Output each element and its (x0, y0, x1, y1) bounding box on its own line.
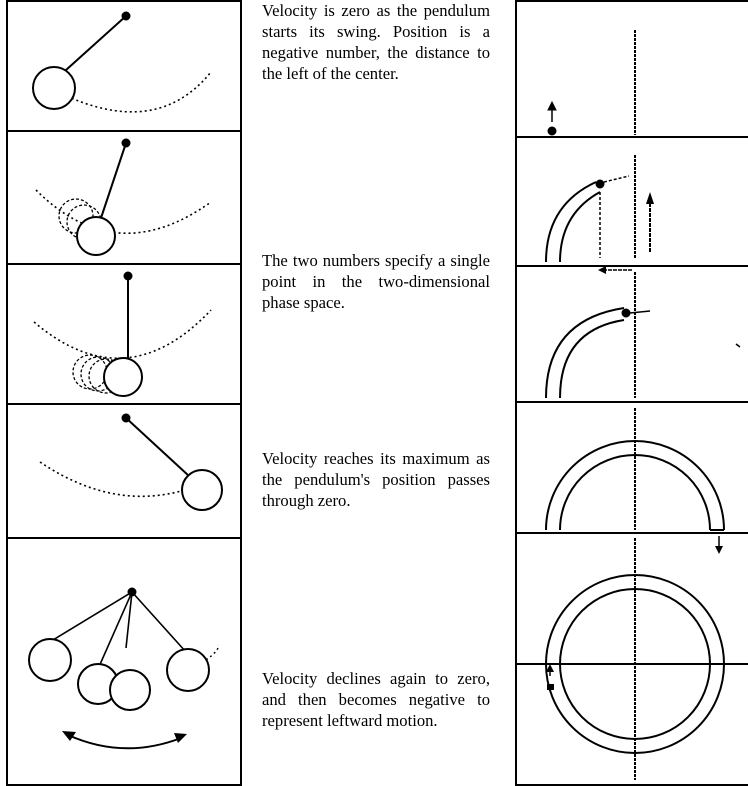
swing-arc (58, 72, 211, 112)
arrowhead-left (62, 731, 76, 741)
velocity-arrow (630, 311, 650, 313)
pendulum-bob (182, 470, 222, 510)
pendulum-rod (48, 592, 132, 643)
stray-mark (736, 344, 740, 347)
pendulum-bob (110, 670, 150, 710)
pendulum-bob (167, 649, 209, 691)
phase-trajectory-outer (546, 182, 596, 262)
pivot-point (122, 12, 130, 20)
phase-point (547, 684, 554, 690)
pendulum-rod (126, 418, 189, 476)
pendulum-panel-2 (36, 139, 211, 255)
pendulum-panel-4 (40, 414, 222, 510)
pendulum-rod (132, 592, 186, 652)
phase-space-column (514, 0, 748, 786)
arrowhead (646, 192, 654, 204)
caption-velocity-negative: Velocity declines again to zero, and the… (262, 668, 490, 731)
caption-velocity-zero: Velocity is zero as the pendulum starts … (262, 0, 490, 84)
caption-phase-space-point: The two numbers specify a single point i… (262, 250, 490, 313)
pivot-point (128, 588, 136, 596)
swing-arc (34, 310, 211, 358)
pendulum-column (6, 0, 242, 786)
pendulum-panels (6, 0, 242, 786)
phase-panel-3 (546, 308, 740, 398)
pendulum-panel-5 (29, 588, 218, 748)
caption-velocity-maximum: Velocity reaches its maximum as the pend… (262, 448, 490, 511)
arrowhead (715, 546, 723, 554)
pendulum-panel-1 (33, 12, 211, 112)
swing-direction-arrow (68, 735, 181, 748)
phase-space-panels (514, 0, 748, 786)
pivot-point (122, 414, 130, 422)
swing-arc (206, 645, 218, 660)
pivot-point (122, 139, 130, 147)
pendulum-bob (104, 358, 142, 396)
phase-panel-1 (548, 102, 556, 135)
phase-point (622, 309, 630, 317)
pendulum-bob (33, 67, 75, 109)
pivot-point (124, 272, 132, 280)
phase-point (548, 127, 556, 135)
arrowhead-right (174, 733, 187, 743)
arrowhead (548, 102, 556, 110)
pendulum-rod (101, 143, 126, 218)
pendulum-bob (29, 639, 71, 681)
velocity-arrow (604, 176, 629, 182)
phase-panel-2 (546, 176, 654, 274)
pendulum-rod (66, 16, 126, 70)
pendulum-panel-3 (34, 272, 211, 396)
arrowhead (598, 266, 606, 274)
phase-point (596, 180, 604, 188)
arrowhead (546, 664, 554, 672)
pendulum-bob (77, 217, 115, 255)
